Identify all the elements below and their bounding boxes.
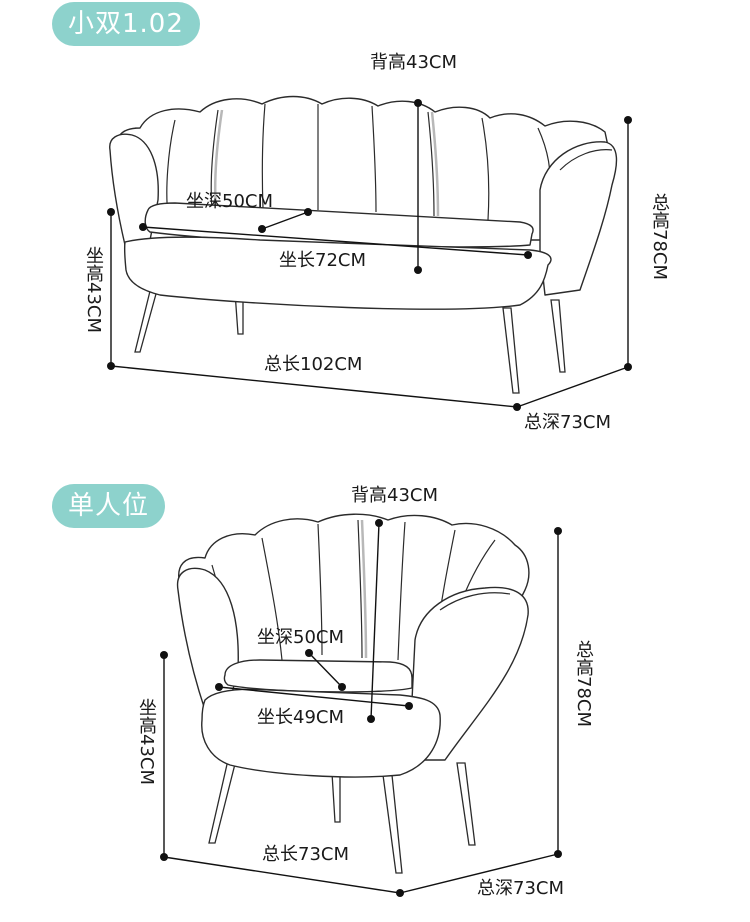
- chair-leg: [382, 774, 403, 874]
- chair-total-length-label: 总长73CM: [262, 844, 350, 865]
- chair-base: [201, 688, 441, 778]
- chair-total-depth-label: 总深73CM: [477, 878, 565, 899]
- sofa-right-arm: [539, 141, 618, 296]
- sofa-dimensions: [107, 99, 632, 411]
- chair-leg: [331, 772, 341, 823]
- chair-leg: [208, 759, 237, 844]
- chair-title-badge: 单人位: [52, 484, 166, 528]
- sofa-seat-cushion: [144, 202, 534, 248]
- sofa-total-length-label: 总长102CM: [264, 354, 363, 375]
- chair-seat-depth-label: 坐深50CM: [257, 627, 345, 648]
- sofa-leg: [550, 299, 566, 373]
- sofa-seat-length-label: 坐长72CM: [279, 250, 367, 271]
- chair-leg: [456, 762, 476, 846]
- chair-total-height-label: 总高78CM: [573, 640, 594, 728]
- chair-left-arm: [176, 567, 239, 721]
- chair-back-height-label: 背高43CM: [351, 485, 439, 506]
- chair-seat-length-label: 坐长49CM: [257, 707, 345, 728]
- sofa-backrest: [115, 95, 613, 241]
- sofa-total-height-label: 总高78CM: [649, 193, 670, 281]
- sofa-title-badge: 小双1.02: [52, 2, 200, 46]
- chair-seat-height-label: 坐高43CM: [136, 698, 157, 786]
- sofa-leg: [502, 307, 520, 394]
- sofa-total-depth-label: 总深73CM: [524, 412, 612, 433]
- chair-illustration: [176, 513, 530, 874]
- sofa-base: [123, 236, 552, 310]
- sofa-back-height-label: 背高43CM: [370, 52, 458, 73]
- sofa-illustration: [109, 95, 618, 394]
- chair-dimensions: [160, 519, 562, 897]
- sofa-seat-height-label: 坐高43CM: [83, 246, 104, 334]
- chair-seat-cushion: [223, 659, 413, 693]
- sofa-seat-depth-label: 坐深50CM: [186, 191, 274, 212]
